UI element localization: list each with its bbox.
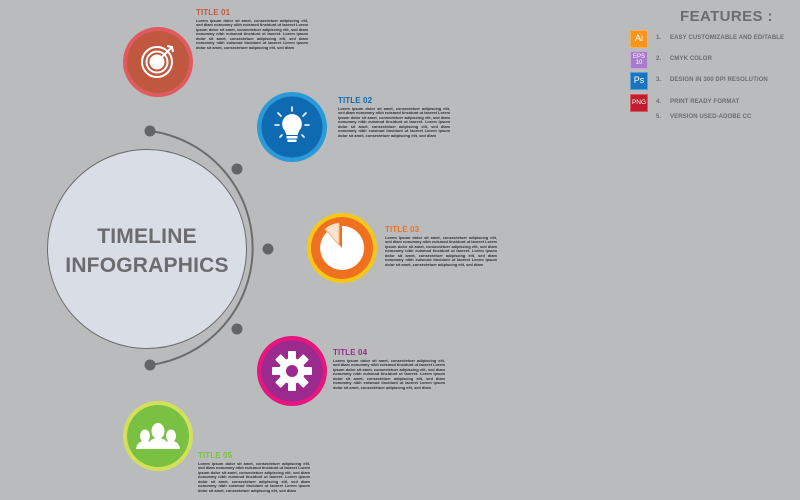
png-icon: PNG (630, 94, 648, 112)
photoshop-icon: Ps (630, 72, 648, 90)
step-02-badge (257, 92, 327, 162)
step-05-badge (123, 401, 193, 471)
step-04-body: Lorem ipsum dolor sit amet, consectetuer… (333, 358, 445, 390)
feature-number: 1. (656, 35, 662, 41)
feature-number: 5. (656, 114, 662, 120)
feature-item: 5. VERSION USED-ADOBE CC (628, 109, 800, 129)
center-title-line1: TIMELINE (97, 225, 197, 248)
step-03-badge (307, 213, 377, 283)
feature-item: PNG 4. PRINT READY FORMAT (628, 94, 800, 114)
timeline-node (231, 163, 243, 175)
feature-item: EPS 10 2. CMYK COLOR (628, 51, 800, 71)
center-title: TIMELINE INFOGRAPHICS (47, 222, 247, 280)
badge-label: Ps (633, 75, 645, 85)
step-05-body: Lorem ipsum dolor sit amet, consectetuer… (198, 461, 310, 493)
step-02-text: TITLE 02 Lorem ipsum dolor sit amet, con… (338, 96, 450, 138)
target-icon (141, 45, 174, 78)
step-01-badge (123, 27, 193, 97)
step-03-text: TITLE 03 Lorem ipsum dolor sit amet, con… (385, 225, 497, 267)
feature-label: VERSION USED-ADOBE CC (670, 114, 752, 120)
feature-label: PRINT READY FORMAT (670, 99, 740, 105)
lightbulb-icon (274, 106, 310, 142)
step-04-text: TITLE 04 Lorem ipsum dolor sit amet, con… (333, 348, 445, 390)
pie-chart-icon (320, 223, 365, 270)
step-01-title: TITLE 01 (196, 8, 231, 17)
step-01-text: TITLE 01 Lorem ipsum dolor sit amet, con… (196, 8, 308, 50)
users-group-icon (136, 423, 180, 449)
badge-label: EPS (632, 54, 645, 60)
center-circle (47, 149, 247, 349)
features-title: FEATURES : (680, 8, 773, 25)
step-01-body: Lorem ipsum dolor sit amet, consectetuer… (196, 18, 308, 50)
illustrator-icon: Ai (630, 30, 648, 48)
timeline-node (262, 243, 274, 255)
step-04-badge (257, 336, 327, 406)
timeline-arc (149, 130, 254, 366)
gear-icon (272, 351, 312, 391)
badge-label: Ai (634, 33, 643, 43)
step-03-body: Lorem ipsum dolor sit amet, consectetuer… (385, 235, 497, 267)
eps-icon: EPS 10 (630, 51, 648, 69)
feature-number: 2. (656, 56, 662, 62)
feature-label: DESIGN IN 300 DPI RESOLUTION (670, 77, 768, 83)
timeline-node (144, 125, 156, 137)
step-05-title: TITLE 05 (198, 451, 233, 460)
step-02-body: Lorem ipsum dolor sit amet, consectetuer… (338, 106, 450, 138)
badge-label: PNG (631, 99, 647, 106)
feature-number: 3. (656, 77, 662, 83)
step-05-text: TITLE 05 Lorem ipsum dolor sit amet, con… (198, 451, 310, 493)
timeline-node (144, 359, 156, 371)
feature-label: EASY CUSTOMIZABLE AND EDITABLE (670, 35, 785, 41)
badge-sublabel: 10 (635, 60, 643, 66)
feature-number: 4. (656, 99, 662, 105)
feature-label: CMYK COLOR (670, 56, 712, 62)
feature-item: Ai 1. EASY CUSTOMIZABLE AND EDITABLE (628, 30, 800, 50)
step-04-title: TITLE 04 (333, 348, 368, 357)
timeline-node (231, 323, 243, 335)
step-02-title: TITLE 02 (338, 96, 373, 105)
step-03-title: TITLE 03 (385, 225, 420, 234)
center-title-line2: INFOGRAPHICS (65, 254, 229, 277)
feature-item: Ps 3. DESIGN IN 300 DPI RESOLUTION (628, 72, 800, 92)
